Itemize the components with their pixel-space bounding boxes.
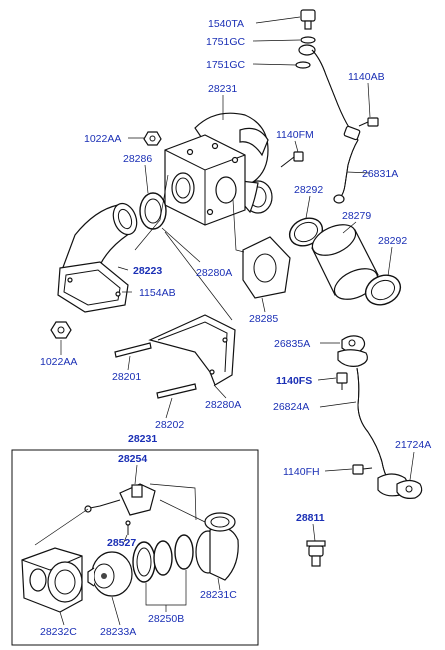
- turbocharger-assembly-28231: [164, 112, 273, 226]
- label-28280a-lower: 28280A: [205, 399, 241, 411]
- label-28280a-upper: 28280A: [196, 267, 232, 279]
- oil-return-pipe-26824a: [337, 349, 409, 497]
- label-28231-inset: 28231: [128, 433, 157, 445]
- label-28811: 28811: [296, 512, 325, 524]
- bolt-1140fh: [352, 464, 373, 475]
- bolt-1140fm: [280, 151, 304, 168]
- heat-shield-28280a: [148, 314, 236, 386]
- label-1751gc-upper: 1751GC: [206, 36, 246, 48]
- label-28250b: 28250B: [148, 613, 184, 625]
- label-28231c: 28231C: [200, 589, 237, 601]
- label-28202: 28202: [155, 419, 184, 431]
- gasket-21724a: [396, 479, 423, 499]
- label-21724a: 21724A: [395, 439, 431, 451]
- stud-bolt-28201: [114, 342, 152, 358]
- bolt-1140ab: [358, 117, 379, 127]
- label-26831a: 26831A: [362, 168, 398, 180]
- compressor-housing-28231c: [195, 512, 239, 581]
- label-28286: 28286: [123, 153, 152, 165]
- label-1140ab: 1140AB: [348, 71, 385, 83]
- label-28233a: 28233A: [100, 626, 136, 638]
- plug-28811: [306, 540, 326, 567]
- turbine-housing-28232c: [21, 547, 83, 613]
- label-28232c: 28232C: [40, 626, 77, 638]
- inset-frame: [11, 449, 259, 646]
- label-28292-lower: 28292: [378, 235, 407, 247]
- label-1022aa-top: 1022AA: [84, 133, 121, 145]
- hose-clamp-28292-upper: [288, 217, 324, 247]
- label-1022aa-bottom: 1022AA: [40, 356, 77, 368]
- label-28223: 28223: [133, 265, 162, 277]
- stud-bolt-28202: [156, 383, 197, 399]
- nut-1022aa-top: [143, 131, 162, 146]
- leader-lines: [34, 16, 415, 626]
- cartridge-28233a: [87, 551, 133, 597]
- label-26835a: 26835A: [274, 338, 310, 350]
- oil-feed-bolt-1540ta: [300, 9, 316, 30]
- exhaust-elbow-28223: [57, 202, 138, 313]
- label-1751gc-lower: 1751GC: [206, 59, 246, 71]
- hose-clamp-28292-lower: [364, 274, 402, 306]
- rings-28250b: [132, 534, 194, 583]
- bolt-1140fs: [336, 372, 348, 390]
- pin-28527: [125, 520, 131, 535]
- label-1154ab: 1154AB: [139, 287, 176, 299]
- label-28292-upper: 28292: [294, 184, 323, 196]
- actuator-28254: [84, 483, 156, 516]
- oil-feed-pipe-26831a: [298, 44, 361, 204]
- label-1140fh: 1140FH: [283, 466, 320, 478]
- label-28285: 28285: [249, 313, 278, 325]
- label-28254: 28254: [118, 453, 147, 465]
- nut-1022aa-bottom: [50, 321, 72, 339]
- label-1140fs: 1140FS: [276, 375, 312, 387]
- label-1140fm: 1140FM: [276, 129, 314, 141]
- label-28527: 28527: [107, 537, 136, 549]
- label-28279: 28279: [342, 210, 371, 222]
- part-labels: 1540TA 1751GC 1751GC 1140AB 28231 1022AA…: [40, 18, 431, 638]
- label-26824a: 26824A: [273, 401, 309, 413]
- gasket-28285: [242, 236, 291, 299]
- label-28201: 28201: [112, 371, 141, 383]
- gasket-28286: [139, 192, 167, 230]
- gasket-1751gc-upper: [300, 36, 316, 44]
- label-1540ta: 1540TA: [208, 18, 244, 30]
- label-28231: 28231: [208, 83, 237, 95]
- gasket-1751gc-lower: [295, 61, 311, 69]
